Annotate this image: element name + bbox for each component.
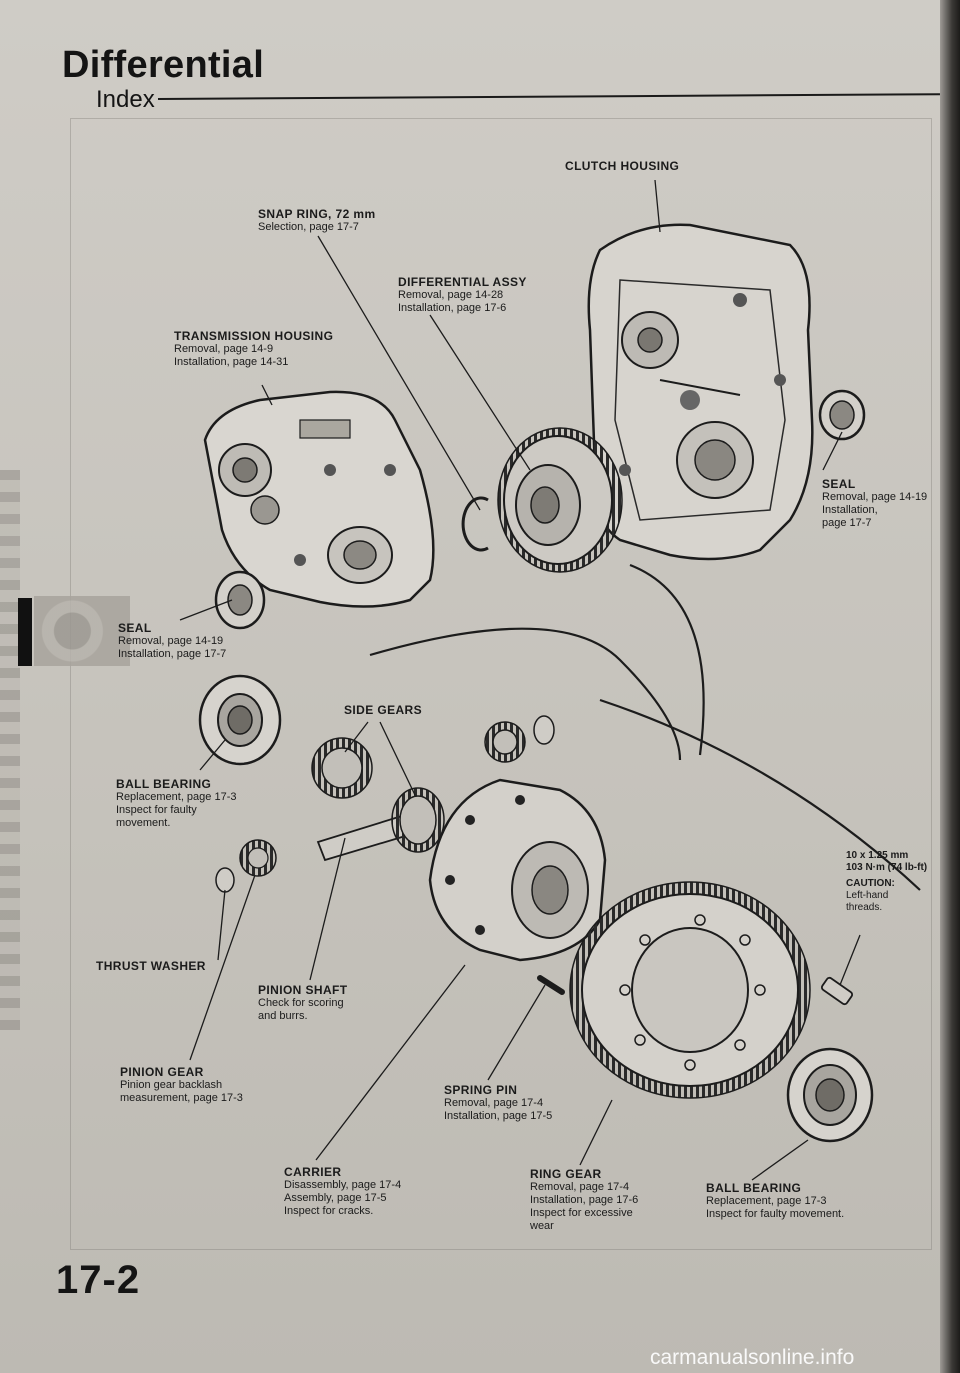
ball-bearing-right-part: [786, 1047, 874, 1143]
label-seal-right: SEAL Removal, page 14-19 Installation, p…: [822, 478, 927, 530]
label-seal-right-line: Removal, page 14-19: [822, 491, 928, 503]
label-differential-assy-line: Installation, page 17-6: [398, 302, 507, 314]
label-ball-bearing-right-line: Replacement, page 17-3: [706, 1195, 827, 1207]
label-differential-assy-line: Removal, page 14-28: [398, 289, 504, 301]
label-carrier: CARRIER Disassembly, page 17-4 Assembly,…: [284, 1166, 401, 1218]
label-pinion-gear-name: PINION GEAR: [120, 1065, 204, 1079]
label-bolt-caution-line: threads.: [846, 902, 883, 913]
watermark-text: carmanualsonline.info: [650, 1346, 855, 1369]
label-thrust-washer: THRUST WASHER: [96, 960, 206, 973]
assembly-arrow-bolt: [599, 698, 921, 891]
bolt-part: [820, 976, 854, 1006]
label-side-gears-name: SIDE GEARS: [344, 703, 423, 717]
ring-gear-part: [569, 881, 811, 1099]
seal-left-part: [214, 570, 266, 630]
label-transmission-housing-name: TRANSMISSION HOUSING: [174, 329, 334, 343]
page-edge-tabs: [0, 470, 20, 1030]
label-ball-bearing-left-name: BALL BEARING: [116, 777, 212, 791]
label-ball-bearing-left-line: movement.: [116, 817, 171, 829]
label-clutch-housing-name: CLUTCH HOUSING: [565, 159, 680, 173]
page-binding-edge: [940, 0, 960, 1373]
label-transmission-housing-line: Removal, page 14-9: [174, 343, 274, 355]
label-carrier-line: Assembly, page 17-5: [284, 1192, 387, 1204]
label-ball-bearing-left-line: Replacement, page 17-3: [116, 791, 237, 803]
section-tab-marker: [18, 598, 32, 666]
label-seal-right-line: page 17-7: [822, 517, 872, 529]
transmission-housing-part: [203, 390, 435, 608]
label-pinion-gear-line: Pinion gear backlash: [120, 1079, 223, 1091]
spring-pin-part: [537, 975, 565, 995]
label-bolt-spec-line: 103 N·m (74 lb-ft): [846, 862, 928, 873]
label-thrust-washer-name: THRUST WASHER: [96, 959, 206, 973]
label-differential-assy-name: DIFFERENTIAL ASSY: [398, 275, 527, 289]
label-ring-gear-line: wear: [530, 1220, 554, 1232]
label-ball-bearing-right-name: BALL BEARING: [706, 1181, 802, 1195]
label-pinion-gear-line: measurement, page 17-3: [120, 1092, 243, 1104]
label-snap-ring-name: SNAP RING, 72 mm: [258, 207, 376, 221]
clutch-housing-part: [587, 223, 814, 561]
label-seal-left-line: Installation, page 17-7: [118, 648, 227, 660]
label-ring-gear: RING GEAR Removal, page 17-4 Installatio…: [530, 1168, 638, 1233]
label-pinion-shaft-line: and burrs.: [258, 1010, 308, 1022]
label-carrier-name: CARRIER: [284, 1165, 342, 1179]
label-carrier-line: Inspect for cracks.: [284, 1205, 374, 1217]
side-gear-middle-part: [391, 787, 445, 853]
label-spring-pin-line: Installation, page 17-5: [444, 1110, 553, 1122]
label-bolt-caution-title: CAUTION:: [846, 878, 895, 889]
pinion-gear-part: [239, 839, 277, 877]
label-pinion-shaft-line: Check for scoring: [258, 997, 344, 1009]
label-seal-right-name: SEAL: [822, 477, 856, 491]
label-seal-right-line: Installation,: [822, 504, 878, 516]
assembly-arrow-lower: [629, 563, 705, 756]
label-seal-left-name: SEAL: [118, 621, 152, 635]
label-side-gears: SIDE GEARS: [344, 704, 422, 717]
label-pinion-shaft-name: PINION SHAFT: [258, 983, 348, 997]
leader-lines: [179, 179, 861, 1181]
label-pinion-gear: PINION GEAR Pinion gear backlash measure…: [120, 1066, 243, 1105]
label-spring-pin-line: Removal, page 17-4: [444, 1097, 544, 1109]
differential-assy-part: [497, 427, 623, 573]
carrier-part: [428, 778, 607, 962]
label-clutch-housing: CLUTCH HOUSING: [565, 160, 679, 173]
bleed-through-frame: [70, 118, 932, 1250]
label-snap-ring-line: Selection, page 17-7: [258, 221, 359, 233]
label-bolt-caution-line: Left-hand: [846, 890, 889, 901]
thrust-washer-part: [215, 867, 235, 893]
label-spring-pin-name: SPRING PIN: [444, 1083, 518, 1097]
label-seal-left-line: Removal, page 14-19: [118, 635, 224, 647]
page-number: 17-2: [56, 1258, 141, 1302]
section-tab-gear-icon: [34, 596, 130, 666]
side-gear-right-part: [484, 715, 555, 763]
label-spring-pin: SPRING PIN Removal, page 17-4 Installati…: [444, 1084, 552, 1123]
page-title: Differential: [62, 44, 265, 86]
ball-bearing-left-part: [198, 674, 282, 766]
label-ring-gear-line: Inspect for excessive: [530, 1207, 633, 1219]
label-bolt-spec-line: 10 x 1.25 mm: [846, 850, 909, 861]
label-seal-left: SEAL Removal, page 14-19 Installation, p…: [118, 622, 226, 661]
label-differential-assy: DIFFERENTIAL ASSY Removal, page 14-28 In…: [398, 276, 527, 315]
seal-right-part: [818, 389, 866, 441]
label-snap-ring: SNAP RING, 72 mm Selection, page 17-7: [258, 208, 376, 234]
label-transmission-housing-line: Installation, page 14-31: [174, 356, 289, 368]
label-ball-bearing-right-line: Inspect for faulty movement.: [706, 1208, 845, 1220]
label-ball-bearing-left-line: Inspect for faulty: [116, 804, 197, 816]
label-ring-gear-line: Removal, page 17-4: [530, 1181, 630, 1193]
label-ring-gear-line: Installation, page 17-6: [530, 1194, 639, 1206]
label-ball-bearing-right: BALL BEARING Replacement, page 17-3 Insp…: [706, 1182, 844, 1221]
label-transmission-housing: TRANSMISSION HOUSING Removal, page 14-9 …: [174, 330, 333, 369]
label-pinion-shaft: PINION SHAFT Check for scoring and burrs…: [258, 984, 347, 1023]
label-bolt-spec: 10 x 1.25 mm 103 N·m (74 lb-ft) CAUTION:…: [846, 850, 927, 914]
snap-ring-part: [461, 496, 489, 552]
page-subtitle: Index: [96, 86, 155, 113]
label-carrier-line: Disassembly, page 17-4: [284, 1179, 402, 1191]
side-gear-left-part: [311, 737, 373, 799]
label-ring-gear-name: RING GEAR: [530, 1167, 602, 1181]
label-ball-bearing-left: BALL BEARING Replacement, page 17-3 Insp…: [116, 778, 236, 830]
